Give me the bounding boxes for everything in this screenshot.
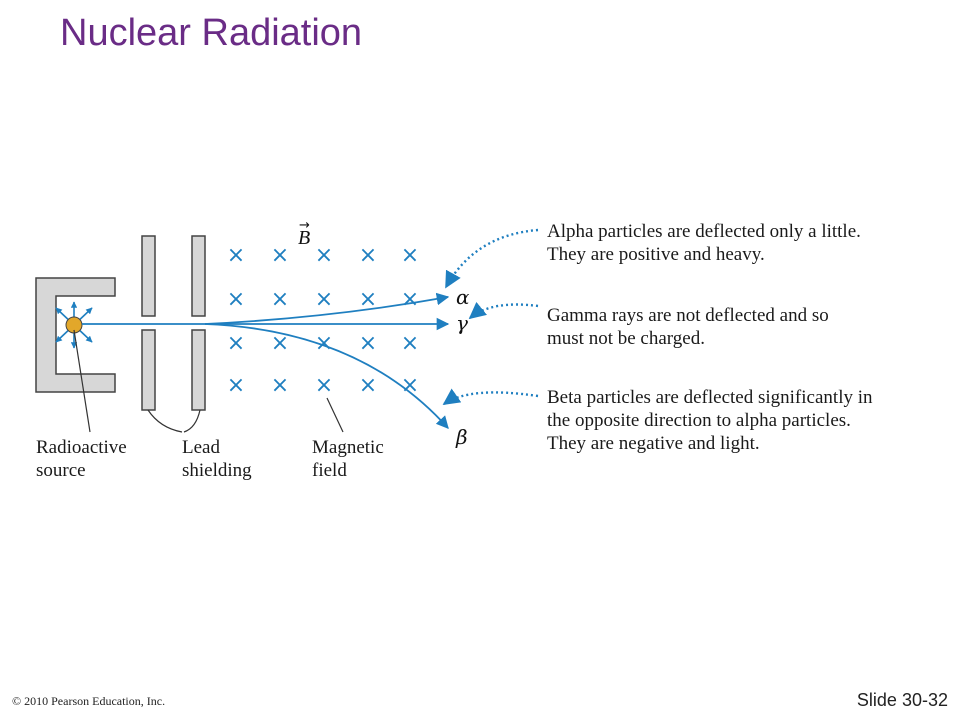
b-field-label: B [298,227,310,249]
svg-text:×: × [359,331,377,356]
svg-text:×: × [227,331,245,356]
beta-callout-text: Beta particles are deflected significant… [547,387,873,454]
beta-callout-arrow [442,388,539,405]
alpha-callout-arrow [444,228,539,289]
svg-text:×: × [271,331,289,356]
svg-text:×: × [227,287,245,312]
svg-text:×: × [227,243,245,268]
beam-paths [82,292,450,429]
beta-symbol: β [455,425,468,449]
alpha-callout-text: Alpha particles are deflected only a lit… [547,221,861,265]
svg-text:×: × [227,373,245,398]
alpha-beam [204,292,450,325]
magnetic-field-marks: × × × × × × × × × × × × × × × × × × × × [227,243,419,398]
svg-text:×: × [401,373,419,398]
svg-text:×: × [271,373,289,398]
source-housing [35,277,116,393]
callout-arrows [442,228,539,405]
beta-beam [204,323,449,429]
lead-shielding-label: Lead shielding [182,437,252,481]
gamma-callout-text: Gamma rays are not deflected and so must… [547,305,829,349]
leader-lines [73,329,344,433]
svg-text:×: × [315,331,333,356]
radioactive-source-label: Radioactive source [36,437,127,481]
svg-text:×: × [315,373,333,398]
svg-text:×: × [401,331,419,356]
gamma-symbol: γ [456,311,468,335]
magnetic-field-label: Magnetic field [312,437,384,481]
lead-shielding [141,235,206,411]
svg-text:×: × [315,287,333,312]
copyright-notice: © 2010 Pearson Education, Inc. [12,694,166,708]
alpha-symbol: α [456,285,470,309]
slide-title: Nuclear Radiation [60,12,363,54]
svg-text:×: × [401,243,419,268]
svg-text:×: × [315,243,333,268]
svg-text:×: × [401,287,419,312]
svg-text:×: × [359,243,377,268]
svg-text:×: × [271,287,289,312]
svg-text:×: × [359,287,377,312]
gamma-callout-arrow [468,301,539,320]
b-vector-arrow: → [299,218,310,233]
svg-text:×: × [359,373,377,398]
svg-text:×: × [271,243,289,268]
slide-number: Slide 30-32 [856,690,948,710]
